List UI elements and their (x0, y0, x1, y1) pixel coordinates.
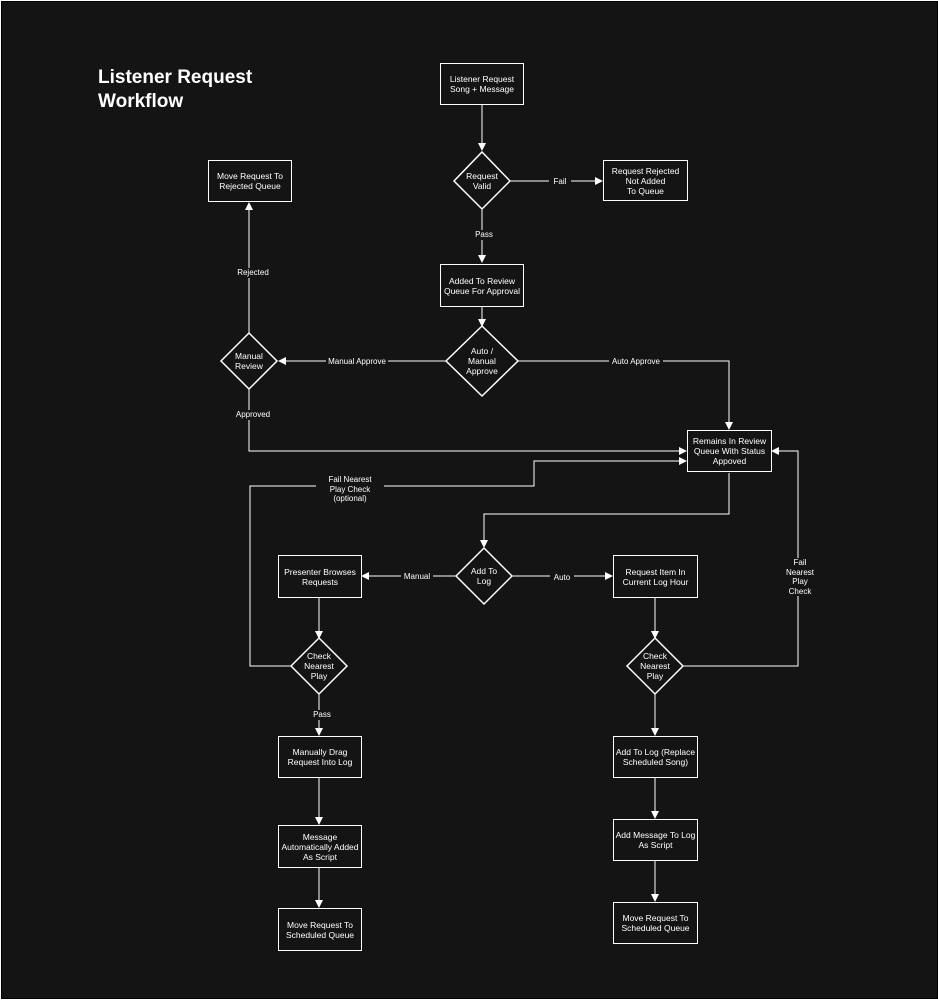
node-request-rejected: Request Rejected Not Added To Queue (603, 160, 688, 201)
decision-check-left-label: Check Nearest Play (304, 651, 334, 681)
node-move-scheduled-left: Move Request To Scheduled Queue (278, 908, 362, 951)
decision-add-to-log-label: Add To Log (470, 566, 498, 586)
node-move-scheduled-right: Move Request To Scheduled Queue (613, 902, 698, 944)
edge-label-pass-bottom: Pass (309, 710, 335, 720)
edge-label-auto-approve: Auto Approve (609, 357, 663, 367)
decision-auto-manual (444, 324, 520, 398)
edge-label-auto: Auto (550, 573, 574, 583)
node-remains-review: Remains In Review Queue With Status Appo… (687, 430, 772, 472)
node-listener-request: Listener Request Song + Message (440, 63, 524, 105)
edge-label-manual-approve: Manual Approve (326, 357, 388, 367)
decision-manual-review (219, 331, 279, 391)
decision-request-valid (452, 150, 512, 211)
edge-label-fail-nearest-optional: Fail Nearest Play Check (optional) (316, 475, 384, 504)
edge-fail-nearest-optional (249, 457, 687, 667)
decision-auto-manual-label: Auto / Manual Approve (466, 346, 498, 376)
decision-check-right-label: Check Nearest Play (640, 651, 670, 681)
node-add-to-log-replace: Add To Log (Replace Scheduled Song) (613, 736, 698, 778)
edge-remains-to-addlog (480, 473, 730, 548)
edge-approved (248, 389, 687, 455)
edge-label-fail-nearest-right: Fail Nearest Play Check (784, 558, 816, 596)
decision-check-right (625, 636, 685, 696)
node-manually-drag: Manually Drag Request Into Log (278, 736, 362, 778)
edge-label-fail: Fail (549, 177, 571, 187)
edge-label-rejected: Rejected (233, 268, 273, 278)
edge-auto-approve (518, 360, 733, 430)
decision-manual-review-label: Manual Review (235, 351, 263, 371)
edge-label-manual: Manual (401, 572, 433, 582)
edge-fail-nearest-right (683, 447, 799, 667)
decision-request-valid-label: Request Valid (466, 171, 498, 191)
node-presenter-browses: Presenter Browses Requests (278, 555, 362, 598)
decision-add-to-log (454, 546, 514, 606)
decision-check-left (289, 636, 349, 696)
node-added-review: Added To Review Queue For Approval (440, 264, 524, 307)
diagram-title: Listener Request Workflow (98, 67, 253, 112)
node-message-auto: Message Automatically Added As Script (278, 825, 362, 868)
node-move-rejected: Move Request To Rejected Queue (208, 160, 292, 202)
edge-label-approved: Approved (232, 410, 274, 420)
edge-label-pass-top: Pass (471, 230, 497, 240)
node-request-item: Request Item In Current Log Hour (613, 555, 698, 598)
node-add-message: Add Message To Log As Script (613, 819, 698, 861)
